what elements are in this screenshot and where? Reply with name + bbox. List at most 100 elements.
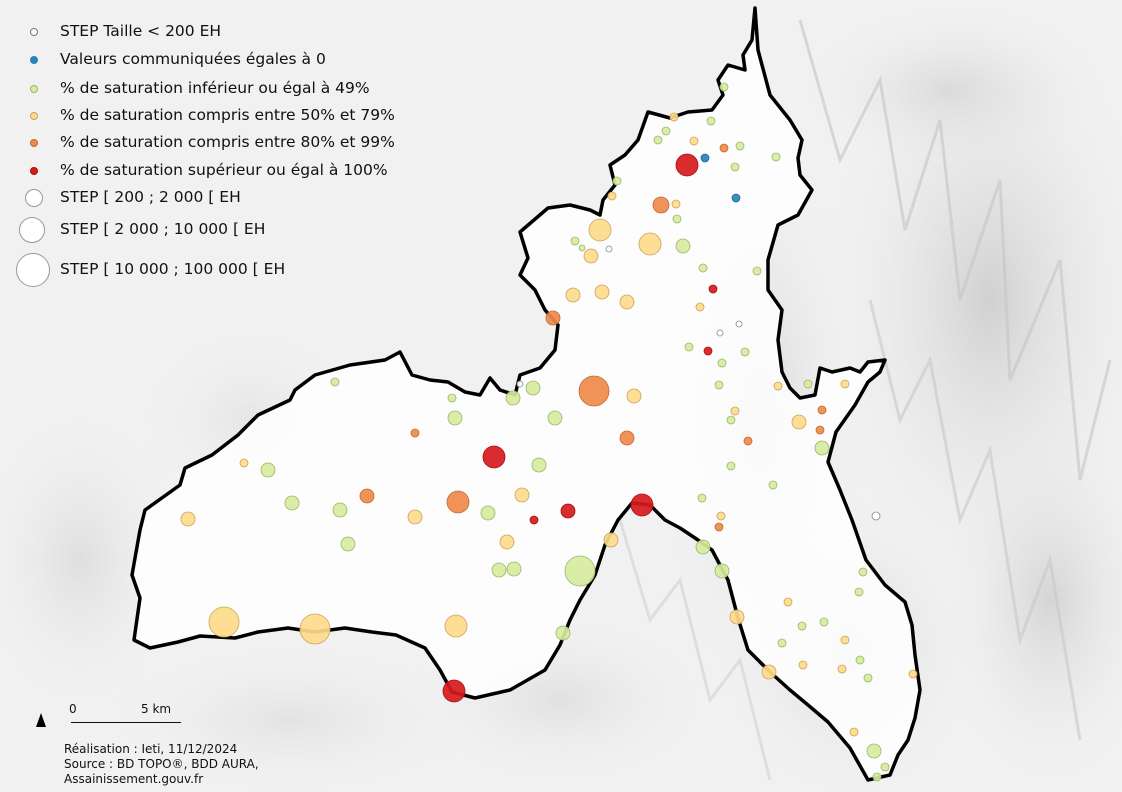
station-marker[interactable]: [684, 342, 694, 352]
station-marker[interactable]: [777, 638, 787, 648]
station-marker[interactable]: [768, 480, 778, 490]
station-marker[interactable]: [578, 375, 610, 407]
station-marker[interactable]: [506, 561, 522, 577]
station-marker[interactable]: [797, 621, 807, 631]
station-marker[interactable]: [908, 669, 918, 679]
station-marker[interactable]: [612, 176, 622, 186]
station-marker[interactable]: [854, 587, 864, 597]
station-marker[interactable]: [771, 152, 781, 162]
station-marker[interactable]: [529, 515, 539, 525]
station-marker[interactable]: [675, 153, 699, 177]
station-marker[interactable]: [726, 461, 736, 471]
station-marker[interactable]: [447, 393, 457, 403]
station-marker[interactable]: [743, 436, 753, 446]
station-marker[interactable]: [716, 329, 724, 337]
station-marker[interactable]: [239, 458, 249, 468]
station-marker[interactable]: [716, 511, 726, 521]
station-marker[interactable]: [719, 82, 729, 92]
station-marker[interactable]: [605, 245, 613, 253]
station-marker[interactable]: [505, 390, 521, 406]
station-marker[interactable]: [695, 302, 705, 312]
station-marker[interactable]: [675, 238, 691, 254]
station-marker[interactable]: [603, 532, 619, 548]
station-marker[interactable]: [817, 405, 827, 415]
station-marker[interactable]: [689, 136, 699, 146]
station-marker[interactable]: [299, 613, 331, 645]
station-marker[interactable]: [752, 266, 762, 276]
station-marker[interactable]: [570, 236, 580, 246]
station-marker[interactable]: [708, 284, 718, 294]
station-marker[interactable]: [698, 263, 708, 273]
station-marker[interactable]: [594, 284, 610, 300]
station-marker[interactable]: [588, 218, 612, 242]
station-marker[interactable]: [671, 199, 681, 209]
station-marker[interactable]: [740, 347, 750, 357]
station-marker[interactable]: [706, 116, 716, 126]
station-marker[interactable]: [819, 617, 829, 627]
station-marker[interactable]: [545, 310, 561, 326]
station-marker[interactable]: [814, 440, 830, 456]
station-marker[interactable]: [619, 294, 635, 310]
station-marker[interactable]: [565, 287, 581, 303]
station-marker[interactable]: [619, 430, 635, 446]
station-marker[interactable]: [555, 625, 571, 641]
station-marker[interactable]: [446, 490, 470, 514]
station-marker[interactable]: [482, 445, 506, 469]
station-marker[interactable]: [672, 214, 682, 224]
station-marker[interactable]: [871, 511, 881, 521]
station-marker[interactable]: [359, 488, 375, 504]
station-marker[interactable]: [773, 381, 783, 391]
station-marker[interactable]: [866, 743, 882, 759]
station-marker[interactable]: [607, 191, 617, 201]
station-marker[interactable]: [730, 162, 740, 172]
station-marker[interactable]: [180, 511, 196, 527]
station-marker[interactable]: [717, 358, 727, 368]
station-marker[interactable]: [626, 388, 642, 404]
station-marker[interactable]: [547, 410, 563, 426]
station-marker[interactable]: [442, 679, 466, 703]
station-marker[interactable]: [669, 112, 679, 122]
station-marker[interactable]: [514, 487, 530, 503]
station-marker[interactable]: [340, 536, 356, 552]
station-marker[interactable]: [858, 567, 868, 577]
station-marker[interactable]: [791, 414, 807, 430]
station-marker[interactable]: [407, 509, 423, 525]
station-marker[interactable]: [638, 232, 662, 256]
station-marker[interactable]: [410, 428, 420, 438]
station-marker[interactable]: [761, 664, 777, 680]
station-marker[interactable]: [840, 379, 850, 389]
station-marker[interactable]: [564, 555, 596, 587]
station-marker[interactable]: [480, 505, 496, 521]
station-marker[interactable]: [444, 614, 468, 638]
station-marker[interactable]: [863, 673, 873, 683]
station-marker[interactable]: [726, 415, 736, 425]
station-marker[interactable]: [837, 664, 847, 674]
station-marker[interactable]: [697, 493, 707, 503]
station-marker[interactable]: [516, 380, 524, 388]
station-marker[interactable]: [880, 762, 890, 772]
station-marker[interactable]: [491, 562, 507, 578]
station-marker[interactable]: [872, 772, 882, 782]
station-marker[interactable]: [803, 379, 813, 389]
station-marker[interactable]: [208, 606, 240, 638]
station-marker[interactable]: [719, 143, 729, 153]
station-marker[interactable]: [630, 493, 654, 517]
station-marker[interactable]: [525, 380, 541, 396]
station-marker[interactable]: [560, 503, 576, 519]
station-marker[interactable]: [714, 522, 724, 532]
station-marker[interactable]: [731, 193, 741, 203]
station-marker[interactable]: [695, 539, 711, 555]
station-marker[interactable]: [330, 377, 340, 387]
station-marker[interactable]: [855, 655, 865, 665]
station-marker[interactable]: [714, 563, 730, 579]
station-marker[interactable]: [583, 248, 599, 264]
station-marker[interactable]: [284, 495, 300, 511]
station-marker[interactable]: [332, 502, 348, 518]
station-marker[interactable]: [730, 406, 740, 416]
station-marker[interactable]: [260, 462, 276, 478]
station-marker[interactable]: [447, 410, 463, 426]
station-marker[interactable]: [735, 320, 743, 328]
station-marker[interactable]: [578, 244, 586, 252]
station-marker[interactable]: [815, 425, 825, 435]
